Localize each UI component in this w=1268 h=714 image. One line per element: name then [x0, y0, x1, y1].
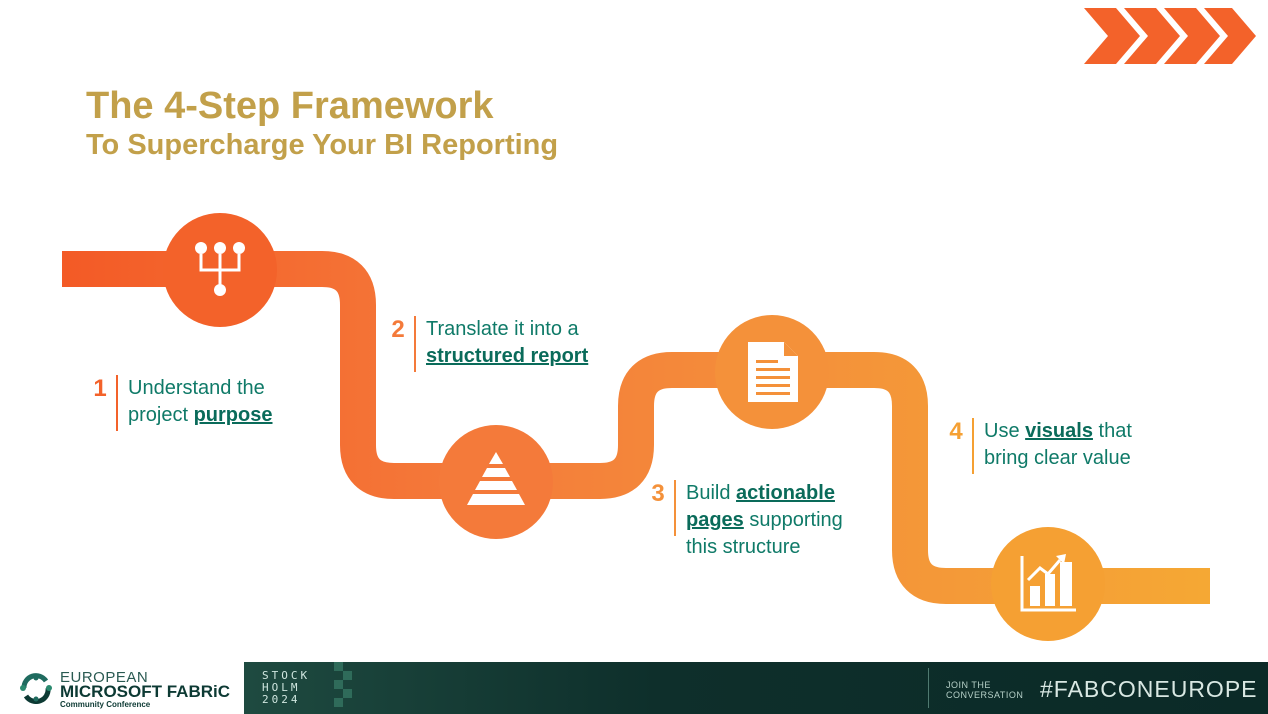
- footer-logo-area: EUROPEAN MICROSOFT FABRiC Community Conf…: [0, 662, 244, 714]
- bar-chart-icon: [1020, 554, 1076, 612]
- footer: EUROPEAN MICROSOFT FABRiC Community Conf…: [0, 662, 1268, 714]
- step-1-divider: [116, 375, 118, 431]
- step-2-line1: Translate it into a: [426, 318, 579, 340]
- city-line-2: HOLM: [262, 681, 301, 694]
- step-3-divider: [674, 480, 676, 536]
- step-3-number: 3: [651, 480, 665, 507]
- step-4-line2: bring clear value: [984, 447, 1131, 469]
- step-1-number: 1: [93, 375, 107, 402]
- step-2-divider: [414, 316, 416, 372]
- step-2-number: 2: [391, 316, 405, 343]
- step-4: 4 Use visuals that bring clear value: [944, 418, 1132, 474]
- logo-text-fabric: MICROSOFT FABRiC: [60, 682, 230, 701]
- step-3-text: Build actionable pages supporting this s…: [686, 480, 843, 561]
- step-4-divider: [972, 418, 974, 474]
- hashtag-link[interactable]: #FABCONEUROPE: [1040, 676, 1258, 702]
- step-1-line2: project: [128, 404, 194, 426]
- join-conversation-label: JOIN THE CONVERSATION: [946, 680, 1023, 700]
- step-4-line1: Use: [984, 420, 1026, 442]
- footer-band: [244, 662, 1268, 714]
- step-3-line2: supporting: [743, 509, 843, 531]
- step-2-text: Translate it into a structured report: [426, 316, 588, 370]
- step-4-keyword: visuals: [1025, 420, 1093, 442]
- city-label: STOCK HOLM 2024: [262, 670, 310, 706]
- step-4-number: 4: [949, 418, 963, 445]
- join-line-2: CONVERSATION: [946, 690, 1024, 700]
- step-3: 3 Build actionable pages supporting this…: [646, 480, 843, 561]
- document-icon: [748, 342, 798, 402]
- page-subtitle: To Supercharge Your BI Reporting: [86, 129, 559, 161]
- step-2: 2 Translate it into a structured report: [386, 316, 588, 372]
- step-1-keyword: purpose: [193, 404, 273, 426]
- city-line-3: 2024: [262, 693, 301, 706]
- step-1: 1 Understand the project purpose: [88, 375, 273, 431]
- join-line-1: JOIN THE: [946, 680, 991, 690]
- fabric-logo-icon: [20, 673, 52, 704]
- step-3-keyword-1: actionable: [736, 482, 835, 504]
- step-1-line1: Understand the: [128, 377, 265, 399]
- pyramid-icon: [467, 452, 525, 505]
- footer-divider: [928, 668, 929, 708]
- page-title: The 4-Step Framework: [86, 85, 494, 127]
- step-2-keyword: structured report: [426, 345, 589, 367]
- hierarchy-icon: [195, 242, 245, 296]
- checker-decoration-icon: [334, 662, 352, 707]
- logo-text-european: EUROPEAN: [60, 669, 149, 686]
- step-3-line3: this structure: [686, 536, 801, 558]
- step-4-line1-end: that: [1092, 420, 1132, 442]
- city-line-1: STOCK: [262, 669, 311, 682]
- step-3-line1: Build: [686, 482, 737, 504]
- chevrons-decoration-icon: [1084, 8, 1256, 64]
- step-3-keyword-2: pages: [686, 509, 744, 531]
- step-4-text: Use visuals that bring clear value: [984, 418, 1132, 472]
- title-block: The 4-Step Framework To Supercharge Your…: [86, 84, 558, 162]
- step-1-text: Understand the project purpose: [128, 375, 273, 429]
- logo-text-community: Community Conference: [60, 700, 151, 709]
